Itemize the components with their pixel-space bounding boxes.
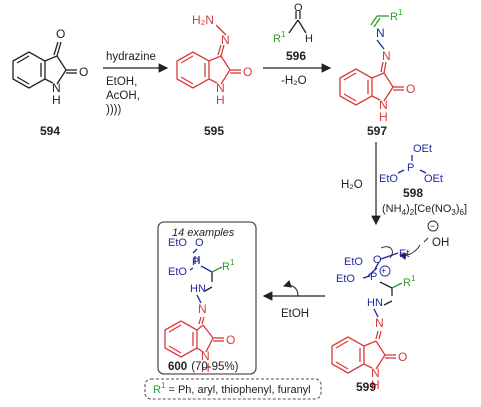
compound-label: 594: [40, 124, 60, 138]
r1-group: R1: [222, 258, 235, 273]
atom-n: N: [376, 26, 385, 40]
charge-sign: +: [381, 266, 386, 276]
atom-p: P: [370, 271, 377, 283]
atom-n: N: [221, 33, 230, 47]
atom-n: N: [52, 81, 61, 95]
ethoxy-group: EtO: [344, 256, 363, 268]
compound-599: − OH Et EtO O EtO P + R1 HN: [331, 220, 449, 394]
atom-o: O: [56, 27, 65, 41]
atom-o: O: [226, 333, 235, 347]
condition-text: -H₂O: [281, 75, 307, 87]
compound-label: 600(70-95%): [168, 361, 239, 373]
condition-text: EtOH,: [106, 76, 137, 88]
condition-text: hydrazine: [106, 51, 156, 63]
charge-sign: −: [430, 221, 435, 231]
compound-label: 595: [204, 124, 224, 138]
condition-text: H₂O: [341, 179, 363, 191]
ethoxy-group: EtO: [168, 266, 187, 278]
atom-n: N: [379, 98, 388, 112]
ethoxy-group: OEt: [413, 143, 432, 155]
hydrazine-nh: HN: [367, 297, 383, 309]
atom-n: N: [201, 349, 210, 363]
compound-596: O R1 H: [273, 2, 313, 45]
compound-label: 599: [356, 380, 376, 394]
condition-text: (NH4)2[Ce(NO3)6]: [382, 203, 467, 217]
ethyl-group: Et: [399, 248, 409, 260]
atom-nh2: H₂N: [192, 13, 214, 27]
compound-label: 597: [367, 124, 387, 138]
ethoxy-group: EtO: [168, 237, 187, 249]
byproduct-arrow: [283, 279, 299, 297]
ethoxy-group: EtO: [336, 273, 355, 285]
atom-o: O: [373, 254, 382, 266]
atom-o: O: [294, 2, 303, 14]
compound-label: 598: [403, 186, 423, 200]
product-box: 14 examples EtO O P EtO R1 HN N: [157, 221, 257, 375]
hydroxide: OH: [432, 237, 449, 249]
atom-p: P: [407, 162, 414, 174]
atom-o: O: [406, 82, 415, 96]
atom-n: N: [198, 302, 207, 316]
atom-p: P: [192, 256, 199, 268]
condition-compound: 596: [286, 49, 306, 63]
atom-n: N: [375, 316, 384, 330]
atom-o: O: [195, 237, 204, 249]
atom-o: O: [79, 65, 88, 79]
atom-o: O: [398, 350, 407, 364]
electron-arrow: [380, 246, 393, 259]
atom-n: N: [216, 81, 225, 95]
note-text: R1 = Ph, aryl, thiophenyl, furanyl: [153, 381, 311, 396]
negative-charge: [427, 220, 439, 232]
condition-text: AcOH,: [106, 90, 140, 102]
hydrazine-nh: HN: [190, 283, 206, 295]
compound-597: N N R1 O N H 597: [339, 8, 415, 138]
r1-group: R1: [403, 274, 416, 289]
ethoxy-group: OEt: [424, 173, 443, 185]
r1-group: R1: [390, 8, 403, 23]
compound-594: O O N H 594: [12, 27, 88, 138]
atom-h: H: [216, 93, 225, 107]
atom-h: H: [201, 361, 210, 375]
compound-598: OEt P EtO OEt 598: [379, 143, 443, 200]
compound-595: H₂N N O N H 595: [176, 13, 252, 138]
atom-o: O: [243, 65, 252, 79]
atom-n: N: [382, 49, 391, 63]
condition-text: )))): [106, 104, 121, 116]
substituent-note: R1 = Ph, aryl, thiophenyl, furanyl: [144, 378, 322, 400]
positive-charge: [379, 265, 391, 277]
atom-n: N: [371, 366, 380, 380]
atom-h: H: [371, 378, 380, 392]
condition-text: EtOH: [281, 308, 309, 320]
atom-h: H: [52, 93, 61, 107]
ethoxy-group: EtO: [379, 173, 398, 185]
r1-group: R1: [273, 30, 286, 45]
atom-h: H: [379, 110, 388, 124]
atom-h: H: [305, 33, 313, 45]
examples-count: 14 examples: [172, 227, 235, 239]
